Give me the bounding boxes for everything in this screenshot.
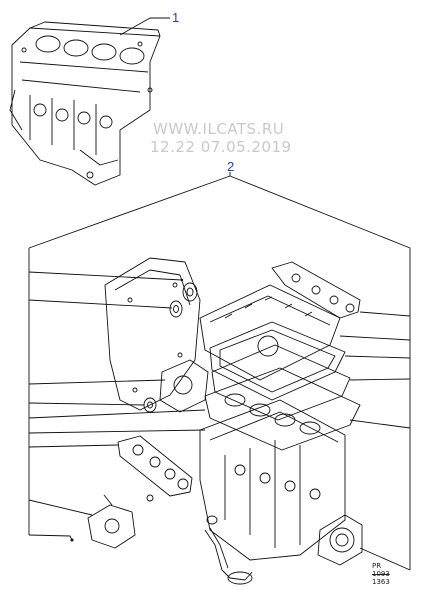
cam-cover-gasket[interactable] xyxy=(211,344,351,421)
valve-cover[interactable] xyxy=(199,284,341,381)
oil-seal-middle[interactable] xyxy=(169,300,183,318)
intake-manifold-gasket[interactable] xyxy=(117,435,193,497)
leader-lines-right xyxy=(339,311,411,571)
reference-code-line-3: 1363 xyxy=(372,578,390,586)
water-pump-gasket[interactable] xyxy=(159,359,209,413)
rear-main-seal[interactable] xyxy=(317,514,363,566)
oil-pickup-tube[interactable] xyxy=(204,515,253,585)
watermark-site: WWW.ILCATS.RU xyxy=(153,120,285,138)
reference-code: PR 1093 1363 xyxy=(372,562,416,586)
oil-seal-upper[interactable] xyxy=(182,282,198,302)
callout-2[interactable]: 2 xyxy=(227,159,235,174)
thermostat-housing[interactable] xyxy=(87,494,154,549)
callout-1[interactable]: 1 xyxy=(172,10,180,25)
leader-markers xyxy=(70,278,184,542)
watermark-datetime: 12.22 07.05.2019 xyxy=(150,138,292,156)
engine-block-part-1[interactable] xyxy=(9,21,161,186)
reference-code-line-2: 1093 xyxy=(372,570,390,578)
reference-code-line-1: PR xyxy=(372,562,382,570)
leader-lines-left xyxy=(28,271,206,541)
exhaust-manifold-gasket[interactable] xyxy=(271,261,361,319)
cylinder-head-gasket[interactable] xyxy=(204,367,361,451)
cylinder-block-lower[interactable] xyxy=(199,399,346,561)
timing-cover[interactable] xyxy=(104,257,201,411)
kit-bracket xyxy=(28,175,411,570)
leader-line-1 xyxy=(119,17,170,36)
